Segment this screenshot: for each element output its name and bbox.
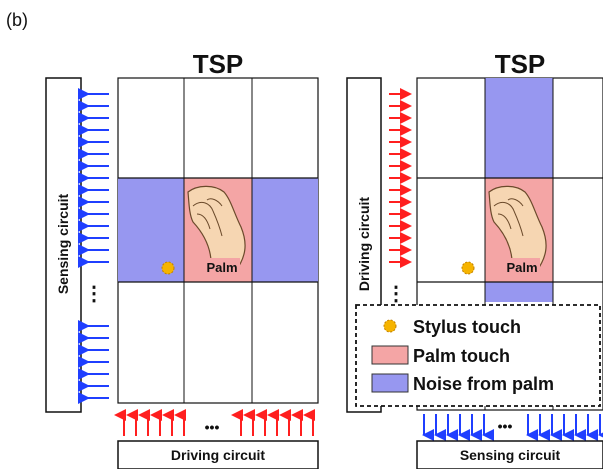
- figure-label: (b): [6, 10, 28, 30]
- right-stylus-dot-icon: [461, 261, 475, 275]
- right-hand-icon: [488, 185, 547, 273]
- left-noise-cell-2: [252, 178, 318, 282]
- left-panel: TSP Sensing circuit Palm: [45, 49, 319, 470]
- palm-swatch-icon: [371, 345, 409, 365]
- stylus-dot-icon: [383, 319, 397, 333]
- legend-label-stylus: Stylus touch: [413, 317, 521, 337]
- left-stylus-dot-icon: [161, 261, 175, 275]
- left-side-arrows: [78, 88, 109, 404]
- left-bottom-label: Driving circuit: [171, 447, 265, 463]
- left-side-label: Sensing circuit: [55, 193, 71, 294]
- right-noise-cell-1: [485, 78, 553, 178]
- left-palm-label-bg: [204, 258, 240, 276]
- right-title: TSP: [495, 49, 546, 79]
- left-hand-icon: [187, 185, 246, 273]
- left-side-circuit-box: [45, 77, 82, 413]
- legend-label-palm: Palm touch: [413, 346, 510, 366]
- right-palm-label: Palm: [506, 260, 537, 275]
- noise-swatch-icon: [371, 373, 409, 393]
- left-bottom-arrows: [114, 409, 315, 436]
- right-bottom-circuit-box: [416, 440, 603, 470]
- left-bottom-circuit-box: [117, 440, 319, 470]
- right-vertical-ellipsis: ⋮: [386, 283, 406, 305]
- legend: Stylus touch Palm touch Noise from palm: [355, 304, 601, 407]
- left-vertical-ellipsis: ⋮: [84, 283, 104, 305]
- right-bottom-label: Sensing circuit: [460, 447, 561, 463]
- right-palm-label-bg: [504, 258, 540, 276]
- left-noise-cell-1: [118, 178, 184, 282]
- legend-label-noise: Noise from palm: [413, 374, 554, 394]
- right-horizontal-ellipsis: •••: [498, 418, 513, 434]
- right-side-arrows: [389, 88, 412, 268]
- left-palm-label: Palm: [206, 260, 237, 275]
- left-title: TSP: [193, 49, 244, 79]
- right-bottom-arrows: [422, 414, 603, 441]
- right-side-label: Driving circuit: [356, 197, 372, 291]
- right-noise-cell-2: [485, 282, 553, 302]
- left-horizontal-ellipsis: •••: [205, 419, 220, 435]
